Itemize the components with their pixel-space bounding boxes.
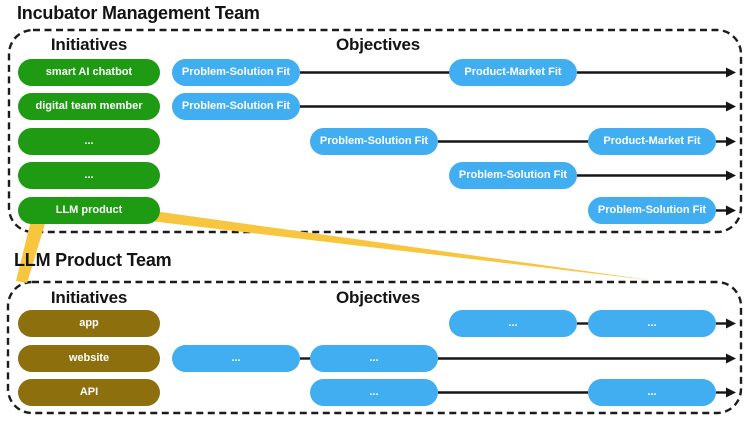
objective-pill: ... bbox=[588, 379, 716, 406]
initiative-pill: ... bbox=[18, 162, 160, 189]
objective-pill: ... bbox=[310, 379, 438, 406]
llm-product-team-box bbox=[6, 280, 743, 415]
initiative-pill: app bbox=[18, 310, 160, 337]
objective-pill: Problem-Solution Fit bbox=[588, 197, 716, 224]
objective-pill: Product-Market Fit bbox=[449, 59, 577, 86]
incubator-team-box bbox=[7, 28, 743, 234]
objective-pill: Product-Market Fit bbox=[588, 128, 716, 155]
flow-arrow bbox=[438, 353, 736, 364]
objective-pill: Problem-Solution Fit bbox=[310, 128, 438, 155]
drilldown-wedge-left bbox=[16, 212, 47, 283]
flow-arrow bbox=[300, 101, 736, 112]
flow-arrow bbox=[716, 387, 736, 398]
initiative-pill: smart AI chatbot bbox=[18, 59, 160, 86]
flow-arrow bbox=[716, 318, 736, 329]
objective-pill: ... bbox=[310, 345, 438, 372]
objective-pill: ... bbox=[172, 345, 300, 372]
objective-pill: Problem-Solution Fit bbox=[172, 93, 300, 120]
initiative-pill: ... bbox=[18, 128, 160, 155]
objective-pill: ... bbox=[588, 310, 716, 337]
objective-pill: Problem-Solution Fit bbox=[172, 59, 300, 86]
initiatives-heading-bottom: Initiatives bbox=[50, 288, 128, 307]
flow-arrow bbox=[577, 170, 736, 181]
initiative-pill: LLM product bbox=[18, 197, 160, 224]
objective-pill: ... bbox=[449, 310, 577, 337]
drilldown-wedge-right bbox=[139, 209, 657, 281]
flow-arrow bbox=[716, 205, 736, 216]
initiative-pill: digital team member bbox=[18, 93, 160, 120]
initiatives-heading-top: Initiatives bbox=[50, 35, 128, 54]
objectives-heading-bottom: Objectives bbox=[336, 288, 420, 307]
initiative-pill: website bbox=[18, 345, 160, 372]
llm-product-team-title: LLM Product Team bbox=[14, 250, 172, 270]
initiative-pill: API bbox=[18, 379, 160, 406]
objective-pill: Problem-Solution Fit bbox=[449, 162, 577, 189]
incubator-team-title: Incubator Management Team bbox=[17, 3, 260, 23]
flow-arrow bbox=[716, 136, 736, 147]
flow-arrow bbox=[577, 67, 736, 78]
objectives-heading-top: Objectives bbox=[336, 35, 420, 54]
